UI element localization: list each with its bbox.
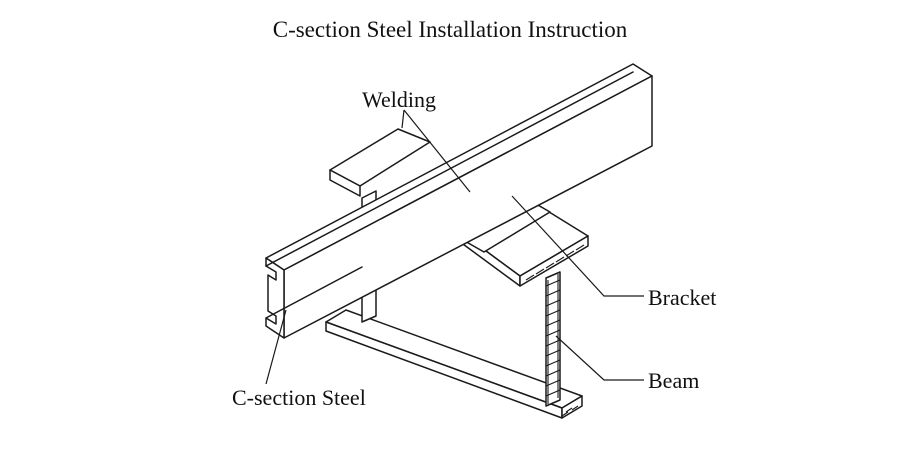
c-section-steel-label: C-section Steel bbox=[232, 385, 366, 410]
bracket-leader bbox=[511, 195, 644, 297]
welding-label: Welding bbox=[362, 87, 436, 112]
beam-web-weld bbox=[545, 279, 561, 397]
c-section-steel bbox=[265, 63, 653, 339]
welding-leader bbox=[401, 109, 471, 193]
c-steel-end-profile bbox=[265, 257, 285, 339]
beam-web-end bbox=[545, 271, 561, 407]
beam-top-flange-back-front bbox=[329, 169, 361, 197]
bracket-label: Bracket bbox=[648, 285, 717, 310]
leader-lines bbox=[265, 109, 644, 385]
beam bbox=[325, 128, 589, 419]
beam-label: Beam bbox=[648, 368, 700, 393]
c-steel-web bbox=[283, 75, 653, 339]
c-steel-leader bbox=[265, 309, 287, 385]
diagram-title: C-section Steel Installation Instruction bbox=[272, 17, 628, 42]
beam-leader bbox=[555, 335, 644, 381]
